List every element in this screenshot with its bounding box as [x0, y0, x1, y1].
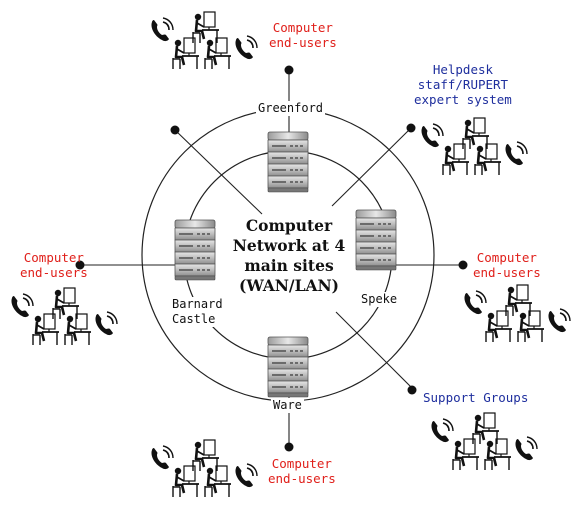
- server-rack-icon: [267, 131, 309, 193]
- dot-right: [458, 260, 468, 270]
- dot-bottom-right: [407, 385, 417, 395]
- workgroup-left: [11, 288, 117, 345]
- dot-top: [284, 65, 294, 75]
- workgroup-right: [464, 285, 570, 342]
- dot-top-right: [406, 123, 416, 133]
- workgroup-bottom-right: [431, 413, 537, 470]
- workgroup-top: [151, 12, 257, 69]
- center-line-4: (WAN/LAN): [238, 276, 340, 295]
- spoke-top-left: [174, 129, 263, 215]
- dot-left: [75, 260, 85, 270]
- label-line: staff/RUPERT: [417, 77, 509, 92]
- label-line: end-users: [20, 265, 88, 280]
- endpoint-dots: [75, 65, 468, 452]
- label-line: expert system: [414, 92, 512, 107]
- label-line: Computer: [476, 250, 537, 265]
- workgroup-top-right: [421, 118, 527, 175]
- site-label-barnard: Barnard: [172, 297, 223, 311]
- label-line: Computer: [272, 20, 333, 35]
- center-line-1: Computer: [245, 216, 333, 235]
- dot-top-left: [170, 125, 180, 135]
- label-support-groups: Support Groups: [423, 390, 529, 405]
- label-line: Computer: [23, 250, 84, 265]
- label-line: Helpdesk: [432, 62, 494, 77]
- center-line-3: main sites: [244, 256, 334, 275]
- server-rack-icon: [355, 209, 397, 271]
- site-label-barnard-castle: Barnard Castle: [172, 297, 223, 327]
- server-rack-icon: [174, 219, 216, 281]
- label-helpdesk: Helpdesk staff/RUPERT expert system: [414, 62, 512, 107]
- center-title: Computer Network at 4 main sites (WAN/LA…: [228, 216, 350, 296]
- label-left-end-users: Computer end-users: [20, 250, 88, 280]
- label-line: end-users: [268, 471, 336, 486]
- label-right-end-users: Computer end-users: [473, 250, 541, 280]
- site-label-speke: Speke: [359, 292, 400, 307]
- site-label-castle: Castle: [172, 312, 216, 326]
- spoke-top-right: [331, 127, 412, 207]
- spoke-bottom-right: [335, 311, 413, 389]
- center-line-2: Network at 4: [232, 236, 346, 255]
- site-label-greenford: Greenford: [256, 101, 326, 116]
- server-rack-icon: [267, 336, 309, 398]
- dot-bottom: [284, 442, 294, 452]
- label-bottom-end-users: Computer end-users: [268, 456, 336, 486]
- label-line: end-users: [473, 265, 541, 280]
- label-line: end-users: [269, 35, 337, 50]
- workgroup-bottom: [151, 440, 257, 497]
- label-top-end-users: Computer end-users: [269, 20, 337, 50]
- site-label-ware: Ware: [271, 398, 304, 413]
- label-line: Computer: [271, 456, 332, 471]
